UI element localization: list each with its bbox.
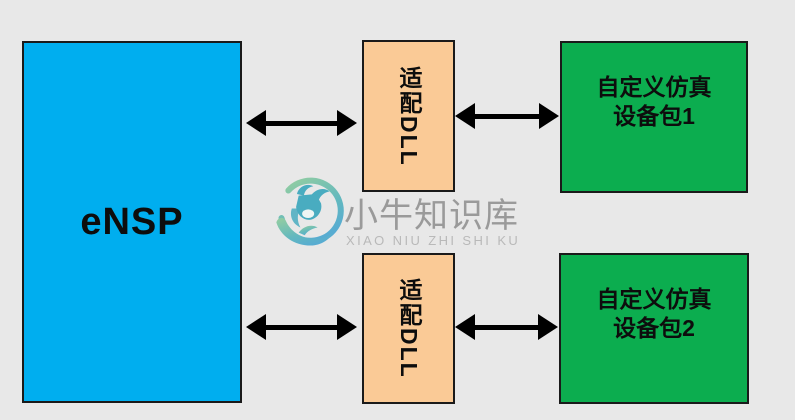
arrow-dll-bottom-to-package-2 xyxy=(455,314,558,340)
node-device-package-1: 自定义仿真 设备包1 xyxy=(560,41,748,193)
node-ensp: eNSP xyxy=(22,41,242,403)
node-ensp-label: eNSP xyxy=(80,200,184,243)
arrowhead-right-icon xyxy=(539,103,559,129)
arrowhead-left-icon xyxy=(455,314,475,340)
arrow-shaft xyxy=(266,324,337,330)
node-device-package-1-line2: 设备包1 xyxy=(613,103,695,129)
node-adapter-dll-top-label: 适配DLL xyxy=(396,65,422,167)
arrow-dll-top-to-package-1 xyxy=(455,103,559,129)
arrowhead-right-icon xyxy=(538,314,558,340)
node-adapter-dll-bottom-label: 适配DLL xyxy=(396,278,422,379)
node-device-package-2-label: 自定义仿真 设备包2 xyxy=(561,255,747,343)
node-device-package-2-line1: 自定义仿真 xyxy=(596,286,712,312)
arrow-shaft xyxy=(266,120,337,126)
arrow-ensp-to-dll-bottom xyxy=(246,314,357,340)
watermark-title: 小牛知识库 xyxy=(344,197,519,235)
node-adapter-dll-top: 适配DLL xyxy=(362,40,455,192)
arrowhead-left-icon xyxy=(455,103,475,129)
arrowhead-right-icon xyxy=(337,314,357,340)
bull-logo-icon xyxy=(276,177,344,246)
node-device-package-2: 自定义仿真 设备包2 xyxy=(559,253,749,404)
watermark-subtitle: XIAO NIU ZHI SHI KU xyxy=(346,233,521,248)
node-device-package-2-line2: 设备包2 xyxy=(613,315,695,341)
arrow-shaft xyxy=(475,324,538,330)
node-device-package-1-label: 自定义仿真 设备包1 xyxy=(562,43,746,131)
arrow-ensp-to-dll-top xyxy=(246,110,357,136)
arrow-shaft xyxy=(475,113,539,119)
arrowhead-right-icon xyxy=(337,110,357,136)
node-adapter-dll-bottom: 适配DLL xyxy=(362,253,455,404)
arrowhead-left-icon xyxy=(246,314,266,340)
node-device-package-1-line1: 自定义仿真 xyxy=(596,74,712,100)
arrowhead-left-icon xyxy=(246,110,266,136)
